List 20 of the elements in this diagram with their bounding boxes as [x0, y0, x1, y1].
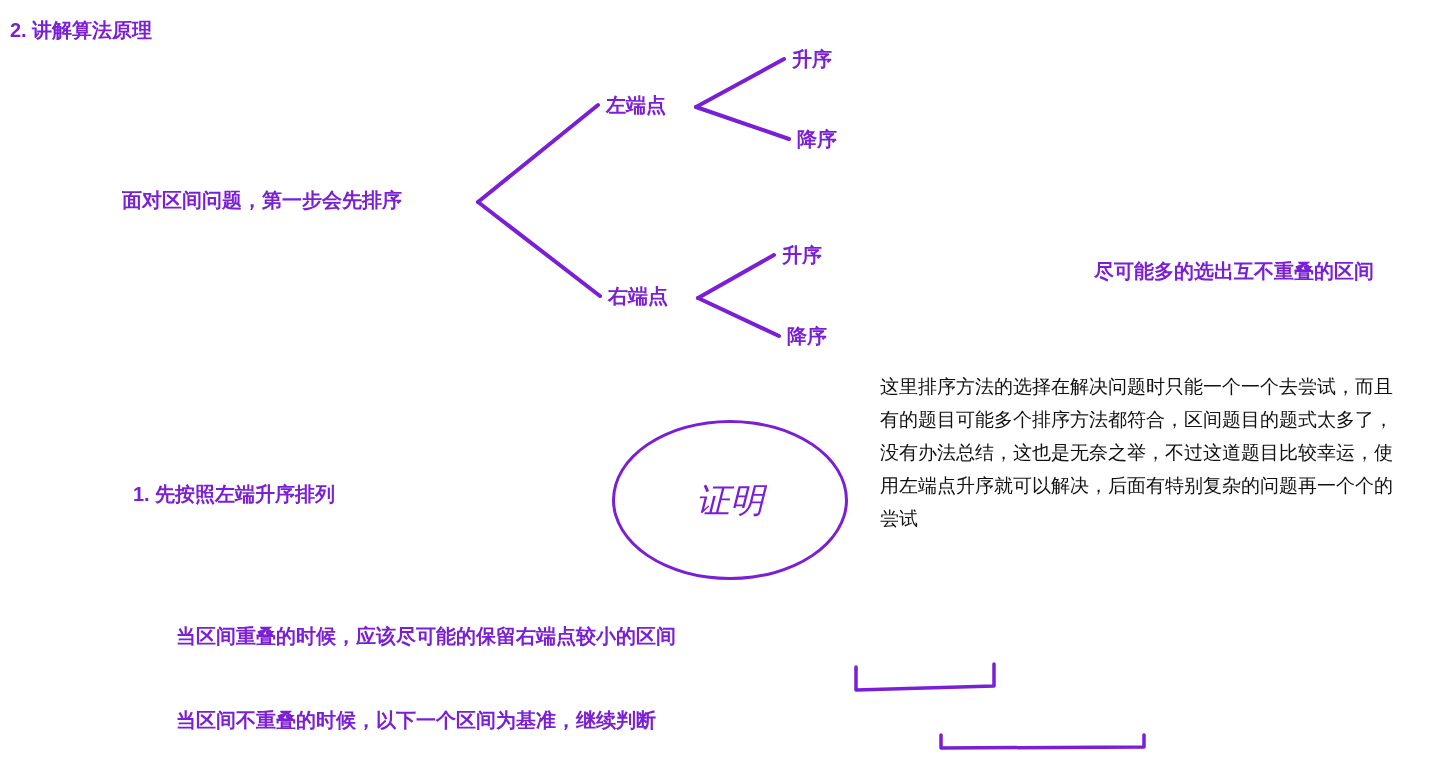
branch-line [696, 296, 781, 338]
note-text: 1. 先按照左端升序排列 [133, 482, 337, 507]
branch-line [476, 103, 600, 204]
node-label: 降序 [797, 127, 837, 152]
branch-line [476, 200, 602, 298]
note-text: 尽可能多的选出互不重叠的区间 [1094, 259, 1375, 284]
note-text: 当区间重叠的时候，应该尽可能的保留右端点较小的区间 [176, 624, 677, 649]
note-paragraph: 这里排序方法的选择在解决问题时只能一个一个去尝试，而且有的题目可能多个排序方法都符合，区间题目的题式太多了，没有办法总结，这也是无奈之举，不过这道题目比较幸运，使用左端点升序就可以解决，后面有特别复杂的问题再一个个的尝试 [880, 375, 1394, 531]
note-text: 当区间不重叠的时候，以下一个区间为基准，继续判断 [176, 708, 657, 733]
circle-node [612, 420, 848, 580]
branch-line [694, 57, 786, 109]
node-label: 升序 [792, 47, 832, 72]
node-label: 升序 [782, 243, 822, 268]
node-label: 降序 [787, 324, 827, 349]
title: 2. 讲解算法原理 [10, 18, 153, 43]
node-label: 右端点 [608, 284, 668, 309]
node-label: 左端点 [606, 93, 666, 118]
branch-line [694, 105, 791, 141]
branch-line [696, 253, 776, 300]
node-label: 面对区间问题，第一步会先排序 [122, 188, 402, 213]
